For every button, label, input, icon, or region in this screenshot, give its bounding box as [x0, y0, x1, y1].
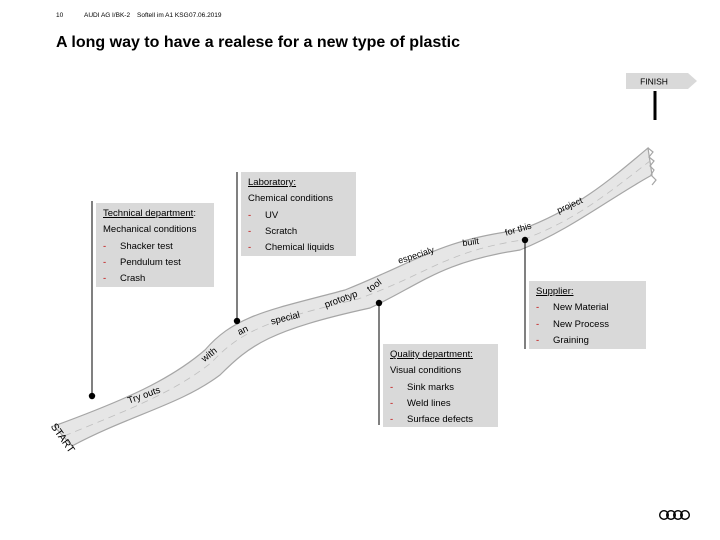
technical-subtitle: Mechanical conditions [103, 224, 197, 236]
technical-department-box: Technical department: Mechanical conditi… [96, 203, 214, 288]
technical-item: Crash [103, 271, 208, 288]
technical-heading-suffix: : [193, 208, 196, 219]
finish-sign [626, 73, 697, 89]
quality-department-box: Quality department: Visual conditions Si… [383, 344, 498, 429]
supplier-box: Supplier: New Material New Process Grain… [529, 281, 646, 349]
laboratory-item: UV [248, 208, 350, 225]
page-number: 10 [56, 12, 64, 19]
supplier-dot [521, 236, 529, 244]
laboratory-item: Chemical liquids [248, 240, 350, 257]
header-dept: I/BK-2 [112, 12, 131, 19]
laboratory-item: Scratch [248, 224, 350, 241]
supplier-heading: Supplier: [536, 286, 574, 297]
technical-dot [88, 392, 96, 400]
laboratory-box: Laboratory: Chemical conditions UV Scrat… [241, 172, 356, 257]
road-end-cut [647, 147, 657, 186]
finish-label: FINISH [640, 77, 668, 87]
quality-item: Sink marks [390, 380, 492, 397]
header-company: AUDI AG [84, 12, 111, 19]
supplier-item: New Process [536, 317, 640, 334]
laboratory-subtitle: Chemical conditions [248, 193, 334, 205]
four-rings-logo [659, 510, 691, 521]
laboratory-dot [233, 317, 241, 325]
technical-item: Pendulum test [103, 255, 208, 272]
road-word-built: built [462, 236, 480, 248]
quality-heading: Quality department: [390, 349, 473, 360]
technical-heading: Technical department [103, 208, 194, 219]
supplier-item: New Material [536, 300, 640, 317]
technical-item: Shacker test [103, 239, 208, 256]
quality-item: Surface defects [390, 412, 492, 429]
road-word-an: an [236, 324, 250, 338]
quality-item: Weld lines [390, 396, 492, 413]
quality-dot [375, 299, 383, 307]
header-topic: Softell im A1 KSG [137, 12, 189, 19]
quality-subtitle: Visual conditions [390, 365, 462, 377]
page-title: A long way to have a realese for a new t… [56, 34, 460, 51]
laboratory-heading: Laboratory: [248, 177, 297, 188]
supplier-item: Graining [536, 333, 640, 350]
road-centre-line [63, 160, 651, 437]
header-date: 07.06.2019 [189, 12, 222, 19]
